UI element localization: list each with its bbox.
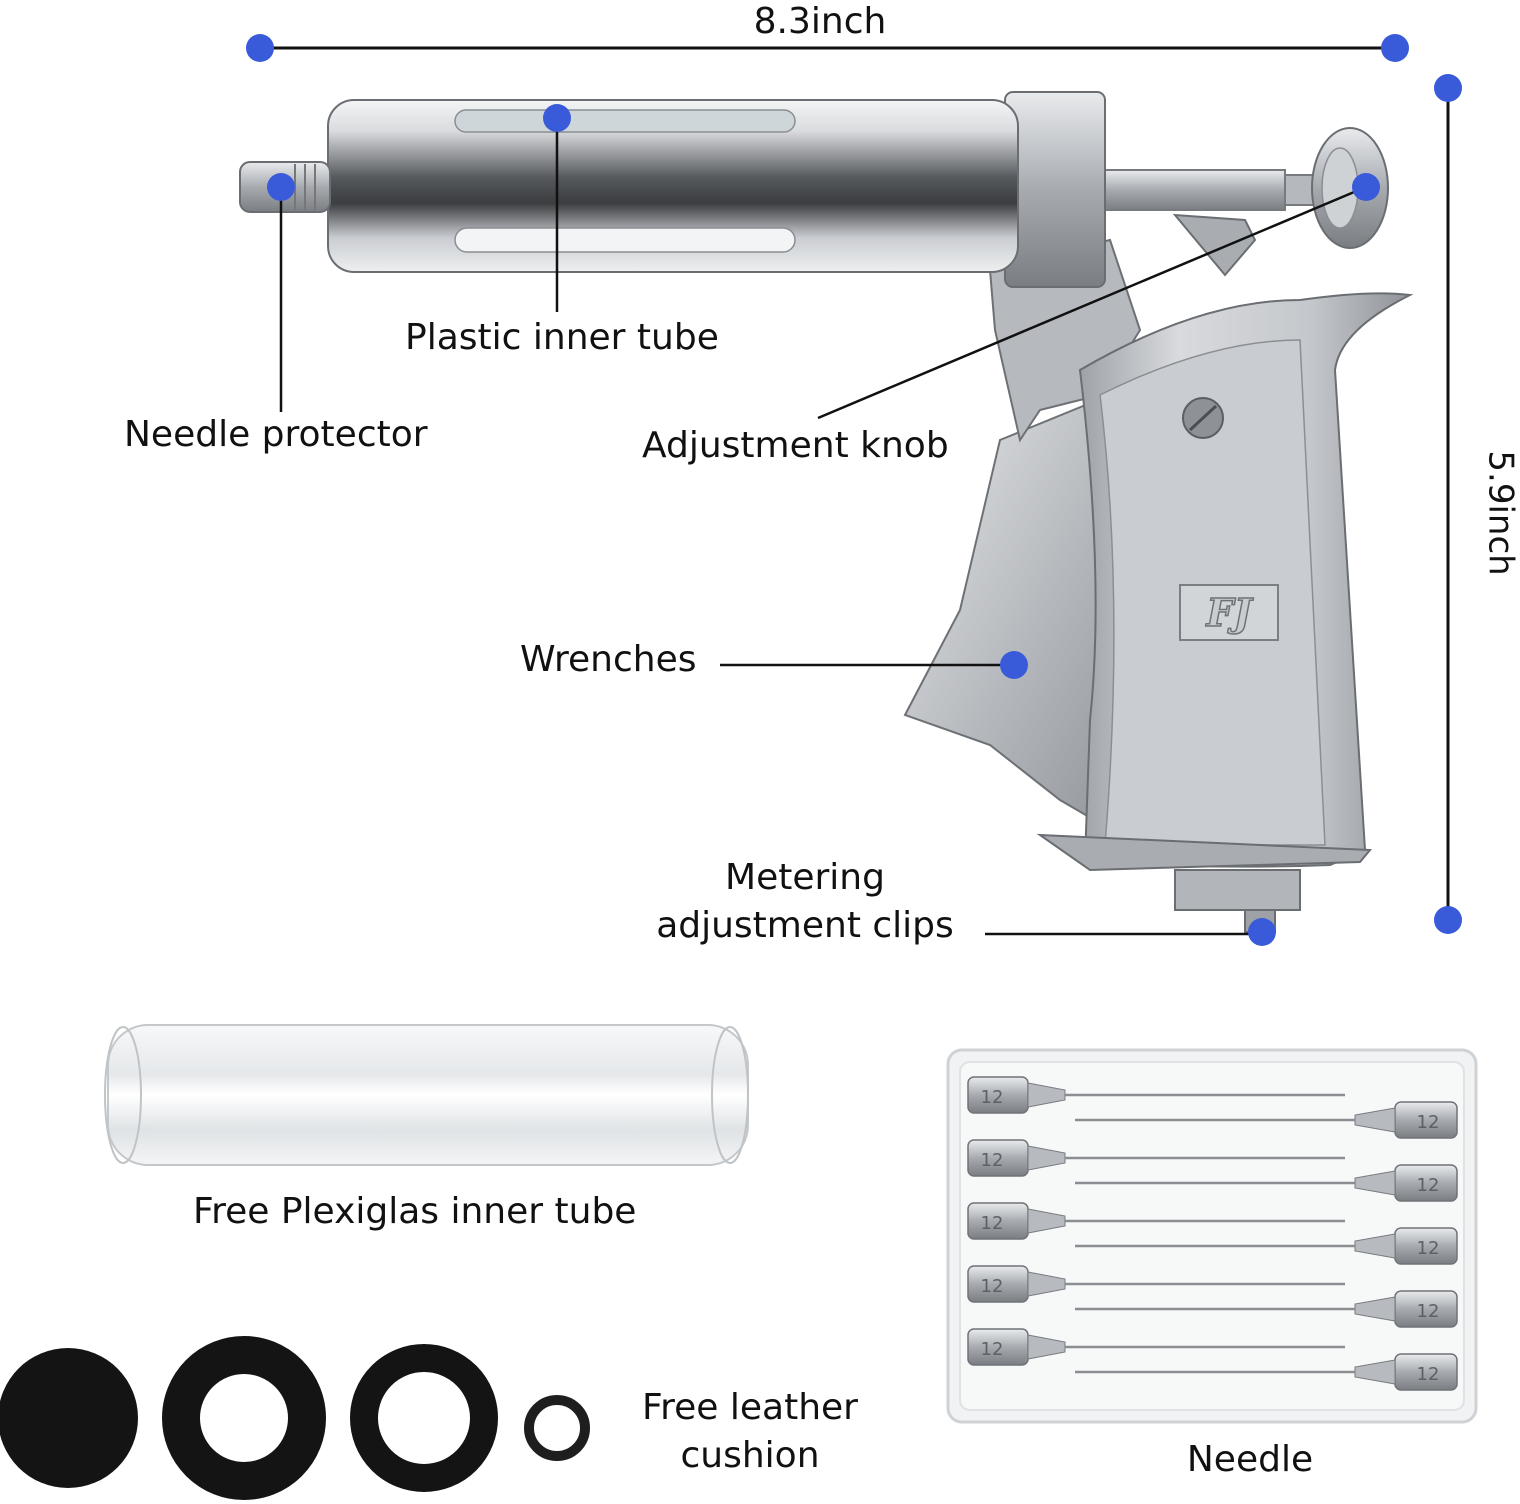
label-wrenches: Wrenches [520, 639, 697, 680]
cushion-ring-large [162, 1336, 326, 1500]
cushion-ring-small [524, 1395, 590, 1461]
needle-item: 12 [967, 1139, 1345, 1177]
callout-metering-marker [1248, 918, 1276, 946]
needle-item: 12 [967, 1202, 1345, 1240]
needle-item: 12 [1075, 1290, 1458, 1328]
needle-item: 12 [967, 1328, 1345, 1366]
height-end-marker [1434, 906, 1462, 934]
cushion-solid-disc [0, 1348, 138, 1488]
width-end-marker [1381, 34, 1409, 62]
svg-text:12: 12 [1417, 1112, 1440, 1133]
svg-text:12: 12 [1417, 1175, 1440, 1196]
svg-text:12: 12 [981, 1276, 1004, 1297]
label-adjustment-knob: Adjustment knob [642, 425, 949, 466]
needle-item: 12 [1075, 1101, 1458, 1139]
svg-text:12: 12 [981, 1339, 1004, 1360]
label-needle: Needle [1186, 1439, 1314, 1480]
label-metering-line1: Metering [725, 857, 885, 898]
label-plexiglas-tube: Free Plexiglas inner tube [193, 1191, 637, 1232]
label-plastic-inner-tube: Plastic inner tube [405, 317, 719, 358]
label-metering-line2: adjustment clips [656, 905, 954, 946]
callout-adjustment-knob-marker [1352, 173, 1380, 201]
plunger-rod [1099, 169, 1286, 211]
barrel-window-bottom [454, 227, 796, 253]
svg-text:12: 12 [1417, 1301, 1440, 1322]
svg-text:12: 12 [1417, 1238, 1440, 1259]
needle-item: 12 [1075, 1227, 1458, 1265]
height-dimension-label: 5.9inch [1480, 450, 1520, 576]
width-start-marker [246, 34, 274, 62]
metering-clip [1036, 833, 1373, 872]
svg-text:12: 12 [981, 1150, 1004, 1171]
label-leather-line1: Free leather [642, 1387, 858, 1428]
label-needle-protector: Needle protector [124, 414, 428, 455]
svg-text:12: 12 [981, 1087, 1004, 1108]
plexiglas-tube [104, 1024, 749, 1166]
height-start-marker [1434, 74, 1462, 102]
width-dimension-label: 8.3inch [753, 1, 887, 42]
barrel-window-top [454, 109, 796, 133]
needle-item: 12 [967, 1076, 1345, 1114]
callout-plastic-tube-marker [543, 104, 571, 132]
needle-item: 12 [1075, 1353, 1458, 1391]
svg-text:12: 12 [981, 1213, 1004, 1234]
needle-item: 12 [1075, 1164, 1458, 1202]
svg-text:FJ: FJ [1206, 590, 1255, 635]
callout-needle-protector-marker [267, 173, 295, 201]
syringe-gun: FJ [239, 91, 1414, 933]
label-leather-line2: cushion [680, 1435, 820, 1476]
callouts [267, 104, 1380, 946]
cushion-ring-medium [350, 1344, 498, 1492]
needle-tray: 12 12 12 12 12 12 12 12 12 12 [946, 1048, 1478, 1424]
needle-item: 12 [967, 1265, 1345, 1303]
fj-logo: FJ [1179, 584, 1279, 641]
callout-wrenches-marker [1000, 651, 1028, 679]
leather-cushions [0, 1336, 590, 1500]
barrel-collar [1004, 91, 1106, 288]
callout-adjustment-knob-line [817, 185, 1367, 420]
svg-text:12: 12 [1417, 1364, 1440, 1385]
